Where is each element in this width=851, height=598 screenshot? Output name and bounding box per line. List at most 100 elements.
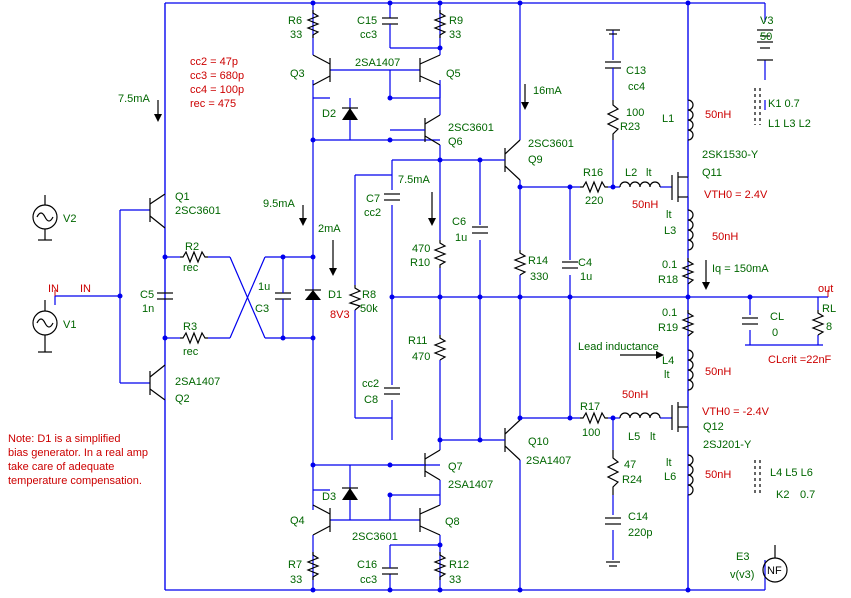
current-q1: 7.5mA	[118, 93, 150, 105]
label-r10: R10	[410, 257, 430, 269]
value-c16: cc3	[360, 574, 377, 586]
label-r19: R19	[658, 322, 678, 334]
label-l5: L5	[628, 431, 640, 443]
value-r7: 33	[290, 574, 302, 586]
value-l5: 50nH	[622, 389, 648, 401]
label-r18: R18	[658, 274, 678, 286]
net-labels: IN IN out Lead inductance	[48, 283, 833, 353]
label-q1: Q1	[175, 191, 190, 203]
label-l1: L1	[662, 113, 674, 125]
param-cc2: cc2 = 47p	[190, 56, 238, 68]
junctions	[117, 0, 753, 593]
label-l3: L3	[664, 225, 676, 237]
value-k2: 0.7	[800, 489, 815, 501]
value-l3: 50nH	[712, 231, 738, 243]
value-r24: 47	[624, 459, 636, 471]
label-q7: Q7	[448, 461, 463, 473]
label-k1: K1 0.7	[768, 98, 800, 110]
value-r6: 33	[290, 29, 302, 41]
vth-q12: VTH0 = -2.4V	[702, 406, 770, 418]
label-r16: R16	[583, 167, 603, 179]
label-c6: C6	[452, 216, 466, 228]
label-c5: C5	[140, 289, 154, 301]
value-r16: 220	[585, 195, 603, 207]
label-cl: CL	[770, 311, 784, 323]
label-q2: Q2	[175, 393, 190, 405]
label-rl: RL	[822, 303, 836, 315]
value-c7: cc2	[364, 207, 381, 219]
value-cl: 0	[772, 327, 778, 339]
type-l2: lt	[646, 167, 652, 179]
label-c14: C14	[628, 511, 648, 523]
current-q9: 16mA	[533, 85, 562, 97]
value-c8: cc2	[362, 378, 379, 390]
label-c16: C16	[357, 559, 377, 571]
value-r19: 0.1	[662, 307, 677, 319]
value-l6: 50nH	[705, 469, 731, 481]
transistors	[149, 3, 689, 590]
value-r14: 330	[530, 271, 548, 283]
current-c7: 7.5mA	[398, 174, 430, 186]
port-in: IN	[48, 283, 59, 295]
value-c15: cc3	[360, 29, 377, 41]
label-q9: Q9	[528, 154, 543, 166]
label-v3: V3	[760, 15, 773, 27]
value-c13: cc4	[628, 81, 645, 93]
label-q10: Q10	[528, 436, 549, 448]
coupled-k2: L4 L5 L6	[770, 467, 813, 479]
value-c6: 1u	[455, 232, 467, 244]
label-k2: K2	[776, 489, 789, 501]
value-rl: 8	[826, 321, 832, 333]
value-r2: rec	[183, 262, 199, 274]
capacitors	[157, 17, 758, 575]
type-q1: 2SC3601	[175, 205, 221, 217]
value-l2: 50nH	[632, 199, 658, 211]
value-r3: rec	[183, 346, 199, 358]
label-q12: Q12	[703, 421, 724, 433]
value-r23: 100	[626, 107, 644, 119]
label-r9: R9	[449, 15, 463, 27]
port-out: out	[818, 283, 833, 295]
label-q4: Q4	[290, 515, 305, 527]
vth-q11: VTH0 = 2.4V	[704, 189, 768, 201]
value-c3: 1u	[258, 281, 270, 293]
clcrit: CLcrit =22nF	[768, 354, 832, 366]
type-q10: 2SA1407	[526, 455, 571, 467]
param-cc3: cc3 = 680p	[190, 70, 244, 82]
type-q3: 2SA1407	[355, 57, 400, 69]
type-l3: lt	[666, 209, 672, 221]
type-q9: 2SC3601	[528, 138, 574, 150]
note-line-3: take care of adequate	[8, 461, 114, 473]
note-line-4: temperature compensation.	[8, 475, 142, 487]
label-r17: R17	[580, 401, 600, 413]
type-q7: 2SA1407	[448, 479, 493, 491]
label-d3: D3	[322, 491, 336, 503]
label-c8: C8	[364, 394, 378, 406]
diodes-sources	[32, 29, 829, 583]
value-e3: v(v3)	[730, 569, 754, 581]
component-labels: R6 33 C15 cc3 R9 33 Q3 2SA1407 Q5 D2 Q6 …	[63, 15, 836, 586]
label-e3: E3	[736, 551, 749, 563]
label-r24: R24	[622, 474, 642, 486]
inductors	[619, 3, 761, 590]
label-r3: R3	[183, 321, 197, 333]
label-v2: V2	[63, 213, 76, 225]
label-q11: Q11	[702, 167, 722, 179]
type-q8: 2SC3601	[352, 531, 398, 543]
param-cc4: cc4 = 100p	[190, 84, 244, 96]
value-r17: 100	[582, 427, 600, 439]
type-l6: lt	[666, 457, 672, 469]
label-in: IN	[80, 283, 91, 295]
label-d1: D1	[328, 289, 342, 301]
label-q5: Q5	[446, 68, 461, 80]
label-q6: Q6	[448, 136, 463, 148]
param-rec: rec = 475	[190, 98, 236, 110]
type-l4: lt	[664, 369, 670, 381]
parameter-list: cc2 = 47p cc3 = 680p cc4 = 100p rec = 47…	[190, 56, 244, 110]
label-r8: R8	[362, 289, 376, 301]
value-c5: 1n	[142, 303, 154, 315]
label-q8: Q8	[445, 516, 460, 528]
type-q12: 2SJ201-Y	[703, 439, 752, 451]
label-c4: C4	[578, 257, 592, 269]
label-r23: R23	[620, 121, 640, 133]
